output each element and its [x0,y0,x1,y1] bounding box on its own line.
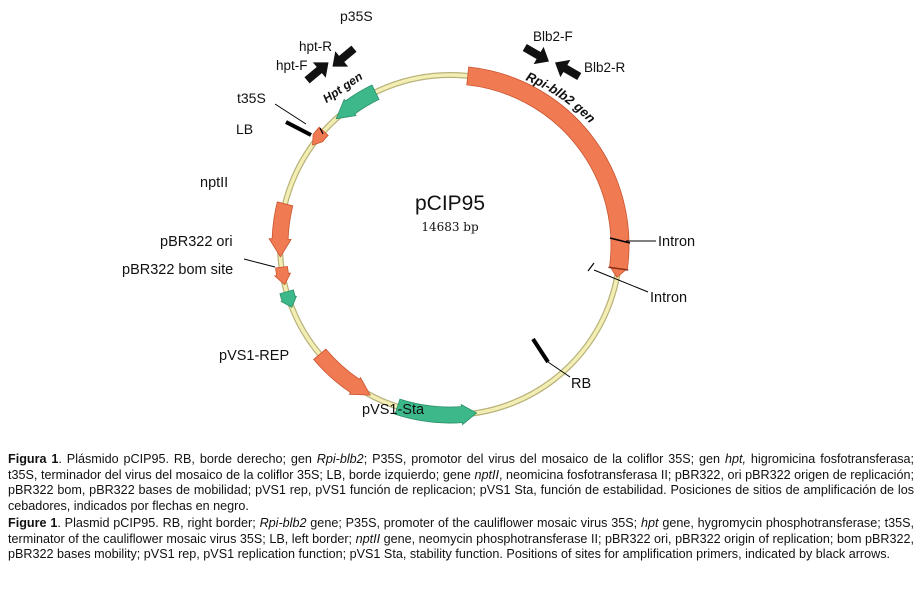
caption-en-text-1: . Plasmid pCIP95. RB, right border; [57,516,260,530]
leader-pbr-bom [243,258,276,268]
caption-es-text-3: higromicina fosfotransferasa; t35S, term… [8,452,914,482]
rpi-blb2-gene-arrow [466,66,630,279]
plasmid-name: pCIP95 [415,192,485,215]
caption-es-text-2: ; P35S, promotor del virus del mosaico d… [363,452,725,466]
lb-border-mark [285,120,312,137]
pvs1-sta-arrow [394,398,478,426]
caption-es-italic-1: Rpi-blb2 [316,452,364,466]
caption-en-italic-1: Rpi-blb2 [259,516,307,530]
pvs1-rep-arrow [313,348,371,396]
label-pvs1-sta: pVS1-Sta [362,402,425,418]
label-blb2-f: Blb2-F [533,29,573,44]
caption-es-text-1: . Plásmido pCIP95. RB, borde derecho; ge… [58,452,317,466]
label-nptii: nptII [200,175,228,191]
hpt-gene-arrow [312,126,329,146]
label-pbr322-ori: pBR322 ori [160,234,233,250]
primer-hpt-f-arrow [304,62,329,84]
label-p35s: p35S [340,8,373,24]
primer-blb2-r-arrow [555,59,582,80]
nptii-gene-arrow [268,201,294,258]
label-t35s: t35S [237,90,266,106]
primer-blb2-f-arrow [522,44,549,65]
leader-t35s [274,103,307,125]
p35s-promoter-arrow [335,84,380,120]
label-rb: RB [571,376,591,392]
pbr322-ori-arrow [273,265,292,286]
caption-es-italic-2: hpt, [724,452,746,466]
label-pvs1-rep: pVS1-REP [219,348,289,364]
plasmid-size: 14683 bp [421,220,479,234]
pbr322-bom-site-marker [279,289,298,308]
primer-hpt-r-arrow [332,45,357,67]
intron-mark-2 [587,262,595,272]
caption-es-text-4: , neomicina fosfotransferasa II; pBR322,… [8,467,914,513]
leader-intron-2 [593,269,649,293]
plasmid-map: Rpi-blb2 gen Hpt gen p35S hpt-R hpt-F t3… [122,8,695,426]
caption-en-text-3: gene, hygromycin phosphotransferase; t35… [8,516,914,546]
label-pbr322-bom-site: pBR322 bom site [122,262,233,278]
label-intron-1: Intron [658,234,695,250]
intron-mark-1 [609,237,631,244]
label-intron-2: Intron [650,290,687,306]
label-lb: LB [236,121,253,137]
caption-en-text-4: gene, neomycin phosphotransferase II; pB… [8,531,914,562]
leader-rb [547,361,571,378]
caption-en-lead: Figure 1 [8,516,58,530]
label-hpt-r: hpt-R [299,39,332,54]
caption-en-italic-2: hpt [640,516,659,530]
label-hpt-f: hpt-F [276,58,308,73]
plasmid-features [268,66,630,426]
caption-en-text-2: gene; P35S, promoter of the cauliflower … [306,516,641,530]
caption-es-italic-3: nptII [474,467,499,482]
caption-es-lead: Figura 1 [8,452,59,466]
lb-small-mark [319,127,324,135]
caption-english: Figure 1. Plasmid pCIP95. RB, right bord… [8,516,914,563]
caption-en-italic-3: nptII [355,531,381,546]
rb-border-mark [531,337,550,364]
label-blb2-r: Blb2-R [584,60,626,75]
caption-spanish: Figura 1. Plásmido pCIP95. RB, borde der… [8,452,914,514]
intron-band [608,266,629,271]
